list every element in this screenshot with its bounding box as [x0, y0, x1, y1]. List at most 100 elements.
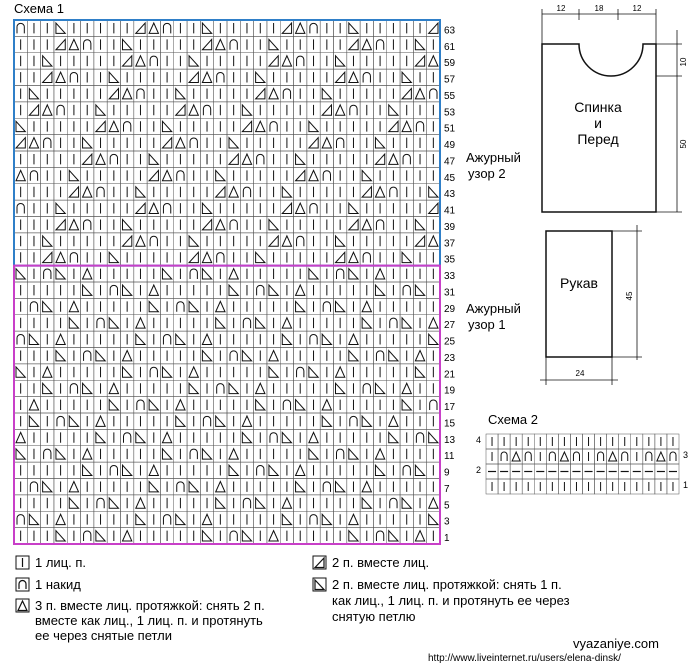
- stitch-cell: [386, 216, 401, 234]
- stitch-cell: [226, 380, 241, 397]
- stitch-cell: [386, 183, 401, 201]
- stitch-cell: [106, 101, 121, 119]
- stitch-cell: [120, 150, 135, 168]
- row-number: 31: [444, 287, 456, 298]
- stitch-cell: [173, 314, 188, 332]
- row-number: 3: [444, 517, 450, 528]
- stitch-cell: [146, 265, 161, 283]
- stitch-cell: [120, 281, 135, 299]
- stitch-cell: [40, 101, 55, 119]
- back-front-label-1: Спинка: [574, 99, 622, 115]
- stitch-cell: [319, 85, 334, 103]
- back-front-outline: [541, 43, 657, 213]
- stitch-cell: [186, 134, 201, 152]
- legend: 1 лиц. п. 1 накид 3 п. вместе лиц. протя…: [15, 555, 570, 643]
- stitch-cell: [120, 347, 135, 365]
- stitch-cell: [558, 433, 571, 450]
- stitch-cell: [27, 347, 41, 365]
- stitch-cell: [386, 232, 401, 250]
- stitch-cell: [240, 511, 254, 528]
- stitch-cell: [594, 448, 607, 465]
- stitch-cell: [413, 298, 427, 315]
- stitch-cell: [133, 461, 148, 479]
- stitch-cell: [319, 363, 334, 381]
- stitch-cell: [666, 478, 680, 495]
- stitch-cell: [293, 52, 308, 70]
- stitch-cell: [373, 101, 387, 119]
- stitch-cell: [359, 249, 374, 266]
- stitch-cell: [93, 380, 108, 397]
- stitch-cell: [160, 445, 174, 463]
- stitch-cell: [346, 167, 361, 184]
- stitch-cell: [570, 463, 583, 480]
- stitch-cell: [13, 216, 28, 234]
- scheme1-row-numbers: 6361595755535149474543413937353331292725…: [444, 25, 456, 544]
- stitch-cell: [67, 199, 81, 217]
- stitch-cell: [333, 494, 348, 512]
- scheme2-row-4: 4: [476, 435, 481, 445]
- stitch-cell: [373, 265, 387, 283]
- stitch-cell: [67, 68, 81, 86]
- stitch-cell: [93, 232, 108, 250]
- stitch-cell: [13, 314, 28, 332]
- stitch-cell: [27, 396, 41, 414]
- stitch-cell: [666, 433, 680, 450]
- stitch-cell: [173, 216, 188, 234]
- stitch-cell: [319, 429, 334, 446]
- stitch-cell: [253, 347, 268, 365]
- stitch-cell: [399, 429, 414, 446]
- stitch-cell: [333, 118, 348, 135]
- stitch-cell: [346, 298, 361, 315]
- stitch-cell: [53, 265, 68, 283]
- stitch-cell: [226, 298, 241, 315]
- stitch-cell: [106, 412, 121, 430]
- stitch-cell: [280, 101, 294, 119]
- stitch-cell: [80, 199, 95, 217]
- stitch-cell: [200, 396, 214, 414]
- stitch-cell: [253, 298, 268, 315]
- stitch-cell: [93, 19, 108, 37]
- stitch-cell: [120, 494, 135, 512]
- stitch-cell: [80, 232, 95, 250]
- stitch-cell: [200, 85, 214, 103]
- stitch-cell: [120, 19, 135, 37]
- stitch-cell: [319, 199, 334, 217]
- stitch-cell: [266, 232, 281, 250]
- stitch-cell: [240, 19, 254, 37]
- stitch-cell: [426, 412, 441, 430]
- stitch-cell: [293, 68, 308, 86]
- stitch-cell: [173, 85, 188, 103]
- stitch-cell: [173, 494, 188, 512]
- stitch-cell: [333, 216, 348, 234]
- stitch-cell: [266, 199, 281, 217]
- stitch-cell: [558, 478, 571, 495]
- stitch-cell: [13, 511, 28, 528]
- stitch-cell: [359, 478, 374, 496]
- stitch-cell: [160, 183, 174, 201]
- stitch-cell: [413, 232, 427, 250]
- stitch-cell: [413, 265, 427, 283]
- stitch-cell: [133, 216, 148, 234]
- stitch-cell: [413, 511, 427, 528]
- stitch-cell: [630, 448, 644, 465]
- stitch-cell: [213, 412, 228, 430]
- stitch-cell: [373, 445, 387, 463]
- stitch-cell: [67, 118, 81, 135]
- sleeve-label: Рукав: [560, 275, 598, 291]
- stitch-cell: [413, 249, 427, 266]
- legend-two-together-left-1: 2 п. вместе лиц. протяжкой: снять 1 п.: [332, 577, 562, 592]
- stitch-cell: [186, 330, 201, 348]
- stitch-cell: [120, 134, 135, 152]
- stitch-cell: [13, 461, 28, 479]
- stitch-cell: [160, 429, 174, 446]
- stitch-cell: [53, 314, 68, 332]
- stitch-cell: [93, 298, 108, 315]
- row-number: 25: [444, 337, 456, 348]
- stitch-cell: [558, 448, 571, 465]
- stitch-cell: [173, 281, 188, 299]
- stitch-cell: [226, 330, 241, 348]
- stitch-cell: [173, 527, 188, 545]
- stitch-cell: [346, 281, 361, 299]
- stitch-cell: [160, 298, 174, 315]
